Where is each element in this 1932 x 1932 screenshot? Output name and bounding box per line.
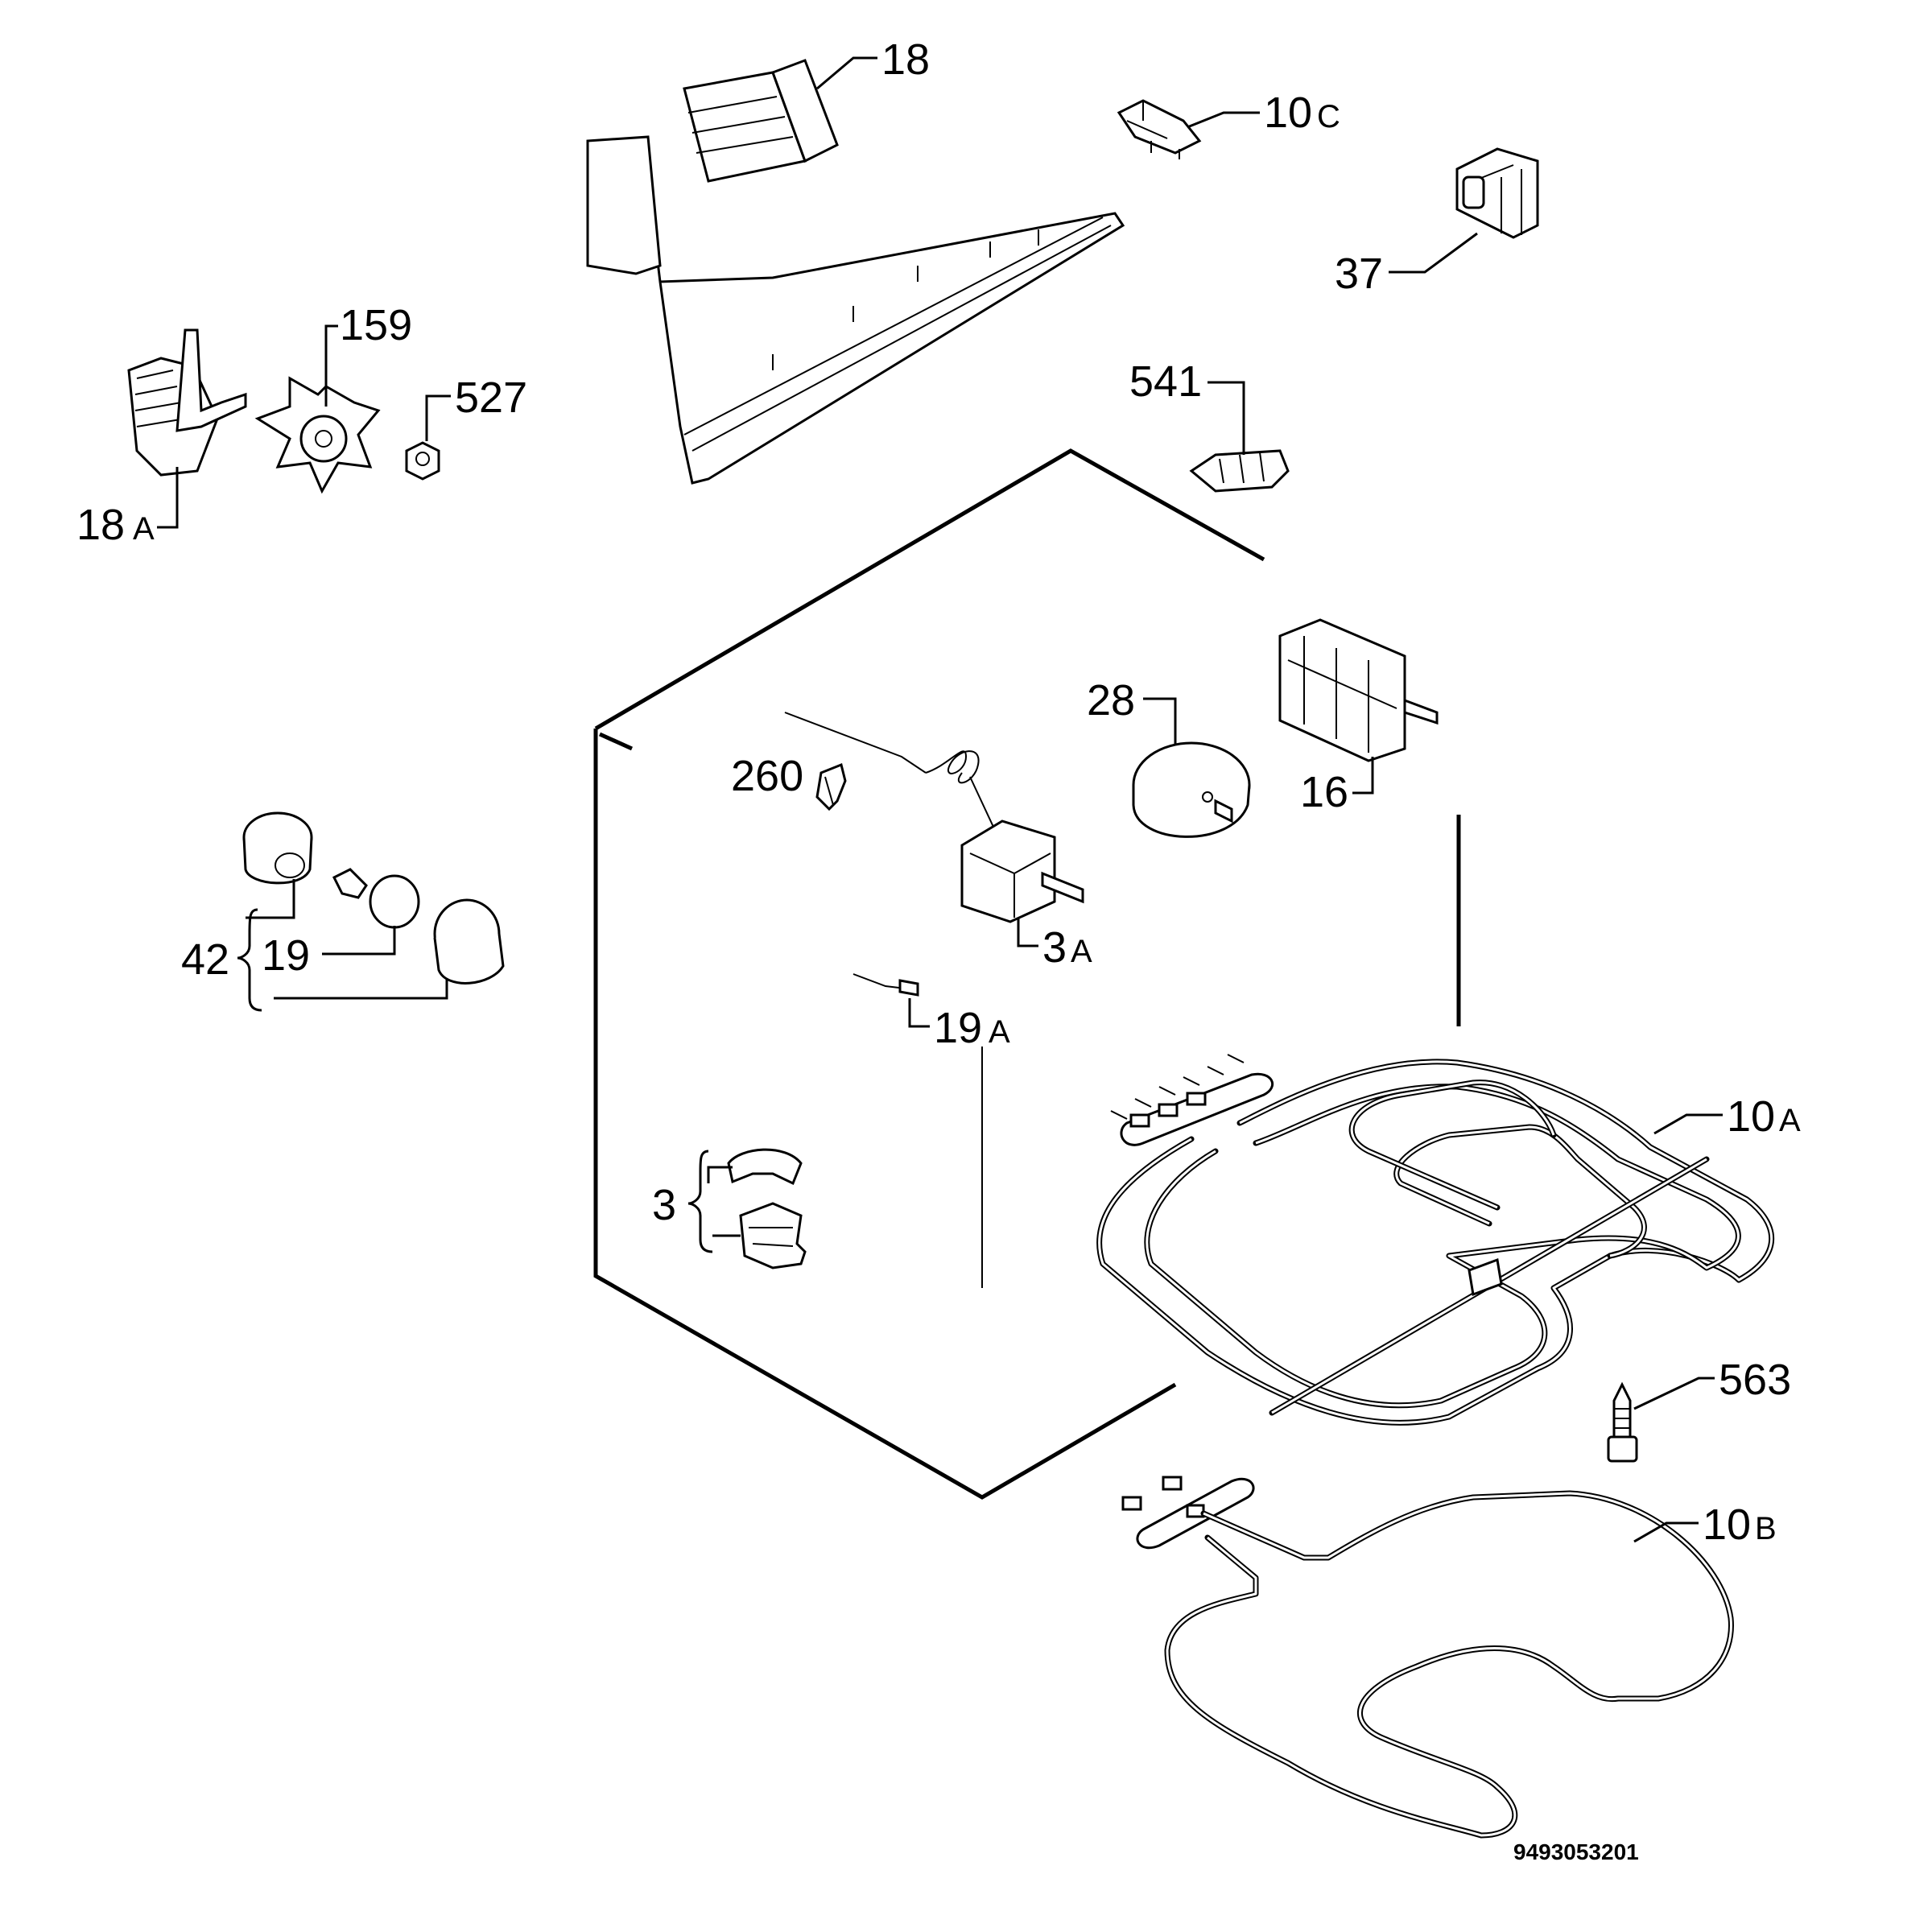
leader-10b bbox=[1633, 1521, 1699, 1543]
leader-159 bbox=[324, 324, 338, 407]
leader-lamp-holder bbox=[246, 879, 295, 919]
leader-10c bbox=[1187, 111, 1260, 129]
brace-42 bbox=[237, 908, 262, 1012]
label-10a-sub: A bbox=[1779, 1103, 1801, 1138]
lamp-wire-part-19a bbox=[852, 973, 919, 997]
label-159: 159 bbox=[340, 301, 412, 349]
label-3a-sub: A bbox=[1071, 934, 1092, 969]
leader-3a bbox=[1017, 918, 1038, 947]
leader-3-top bbox=[707, 1166, 733, 1183]
fan-motor-part-18a bbox=[127, 328, 247, 477]
clip-set-part-3 bbox=[727, 1148, 807, 1269]
leader-541 bbox=[1208, 381, 1245, 455]
leader-28 bbox=[1143, 697, 1177, 745]
clip-part-260 bbox=[815, 762, 847, 811]
oven-cavity-outline bbox=[593, 448, 1461, 1500]
leader-527 bbox=[425, 394, 451, 441]
fan-blade-part-159 bbox=[254, 376, 381, 494]
label-42: 42 bbox=[181, 935, 229, 984]
label-3: 3 bbox=[652, 1181, 676, 1229]
leader-37 bbox=[1389, 232, 1478, 274]
label-19a: 19 bbox=[934, 1004, 982, 1052]
bottom-element-part-10b bbox=[1121, 1476, 1734, 1839]
label-260: 260 bbox=[731, 752, 803, 800]
label-527: 527 bbox=[455, 374, 527, 422]
grill-element-part-10a bbox=[1096, 1054, 1775, 1426]
label-19a-sub: A bbox=[989, 1014, 1010, 1050]
air-duct-part-18 bbox=[586, 59, 1125, 485]
lamp-cover bbox=[433, 898, 505, 985]
label-37: 37 bbox=[1335, 250, 1383, 298]
leader-18 bbox=[816, 56, 877, 90]
brace-3 bbox=[687, 1150, 713, 1253]
bracket-part-10c bbox=[1117, 99, 1202, 159]
leader-10a bbox=[1653, 1113, 1723, 1135]
screw-part-563 bbox=[1607, 1381, 1638, 1463]
label-10b: 10 bbox=[1703, 1501, 1751, 1549]
lamp-bulb-part-19 bbox=[332, 868, 420, 929]
label-10b-sub: B bbox=[1755, 1511, 1777, 1546]
lamp-holder bbox=[242, 811, 313, 885]
drawing-code: 9493053201 bbox=[1513, 1839, 1639, 1864]
label-10c-sub: C bbox=[1317, 99, 1340, 134]
label-19: 19 bbox=[262, 931, 310, 980]
label-18: 18 bbox=[881, 35, 930, 84]
label-541: 541 bbox=[1129, 357, 1202, 406]
label-3a: 3 bbox=[1042, 923, 1067, 972]
label-28: 28 bbox=[1087, 676, 1135, 724]
label-563: 563 bbox=[1719, 1356, 1791, 1404]
nut-part-527 bbox=[405, 441, 440, 481]
label-16: 16 bbox=[1300, 768, 1348, 816]
terminal-block-part-541 bbox=[1189, 449, 1290, 493]
label-10a: 10 bbox=[1727, 1092, 1775, 1141]
switch-part-37 bbox=[1455, 147, 1539, 239]
leader-18a bbox=[157, 467, 179, 529]
leader-lamp-cover bbox=[274, 978, 448, 1000]
leader-19 bbox=[322, 926, 396, 956]
label-18a: 18 bbox=[76, 501, 125, 549]
leader-563 bbox=[1633, 1377, 1715, 1410]
timer-part-28 bbox=[1132, 741, 1251, 838]
label-18a-sub: A bbox=[133, 511, 155, 547]
thermostat-part-3a bbox=[784, 712, 1084, 923]
leader-19a bbox=[908, 998, 930, 1028]
selector-switch-part-16 bbox=[1278, 618, 1439, 762]
label-10c: 10 bbox=[1264, 89, 1312, 137]
leader-16 bbox=[1352, 757, 1374, 795]
